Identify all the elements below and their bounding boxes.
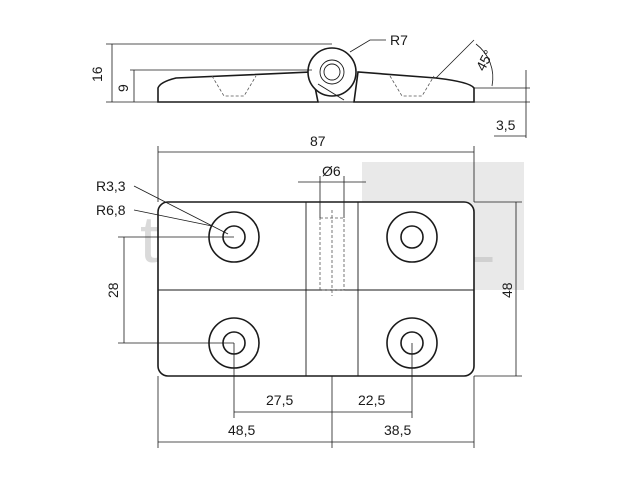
side-pin-inner	[323, 63, 341, 81]
dim-16-label: 16	[89, 66, 105, 82]
side-view: R7 16 9 45° 3,5	[89, 32, 530, 138]
dim-r7-label: R7	[390, 32, 408, 48]
dim-r6-8-label: R6,8	[96, 202, 126, 218]
dim-r6-8-leader	[133, 209, 213, 227]
side-knuckle-edge	[317, 83, 345, 101]
dim-48-label: 48	[499, 282, 515, 298]
side-knuckle	[307, 47, 357, 97]
dim-3-5-label: 3,5	[496, 117, 516, 133]
dim-angle-arc	[475, 43, 494, 87]
dim-9-label: 9	[115, 84, 131, 92]
dim-22-5-label: 22,5	[358, 392, 385, 408]
side-leaf-left	[157, 71, 319, 103]
side-countersink-left	[211, 75, 257, 97]
dim-r3-3-label: R3,3	[96, 178, 126, 194]
dim-angle-label: 45°	[473, 47, 497, 73]
side-pin-outer	[319, 59, 345, 85]
dim-87-label: 87	[310, 133, 326, 149]
dim-angle-ray	[435, 39, 475, 79]
side-countersink-right	[389, 75, 435, 97]
dim-r7-leader	[349, 39, 386, 53]
dim-48-5-label: 48,5	[228, 422, 255, 438]
dim-d6-label: Ø6	[322, 163, 341, 179]
side-leaf-right	[353, 71, 475, 103]
top-view: 87 Ø6 R3,3 R6,8 28 48 27,5 22,5	[96, 133, 522, 448]
hole-top-right	[386, 211, 438, 263]
dim-38-5-label: 38,5	[384, 422, 411, 438]
dim-27-5-label: 27,5	[266, 392, 293, 408]
dim-r3-3-leader	[133, 185, 229, 235]
dim-28-label: 28	[105, 282, 121, 298]
